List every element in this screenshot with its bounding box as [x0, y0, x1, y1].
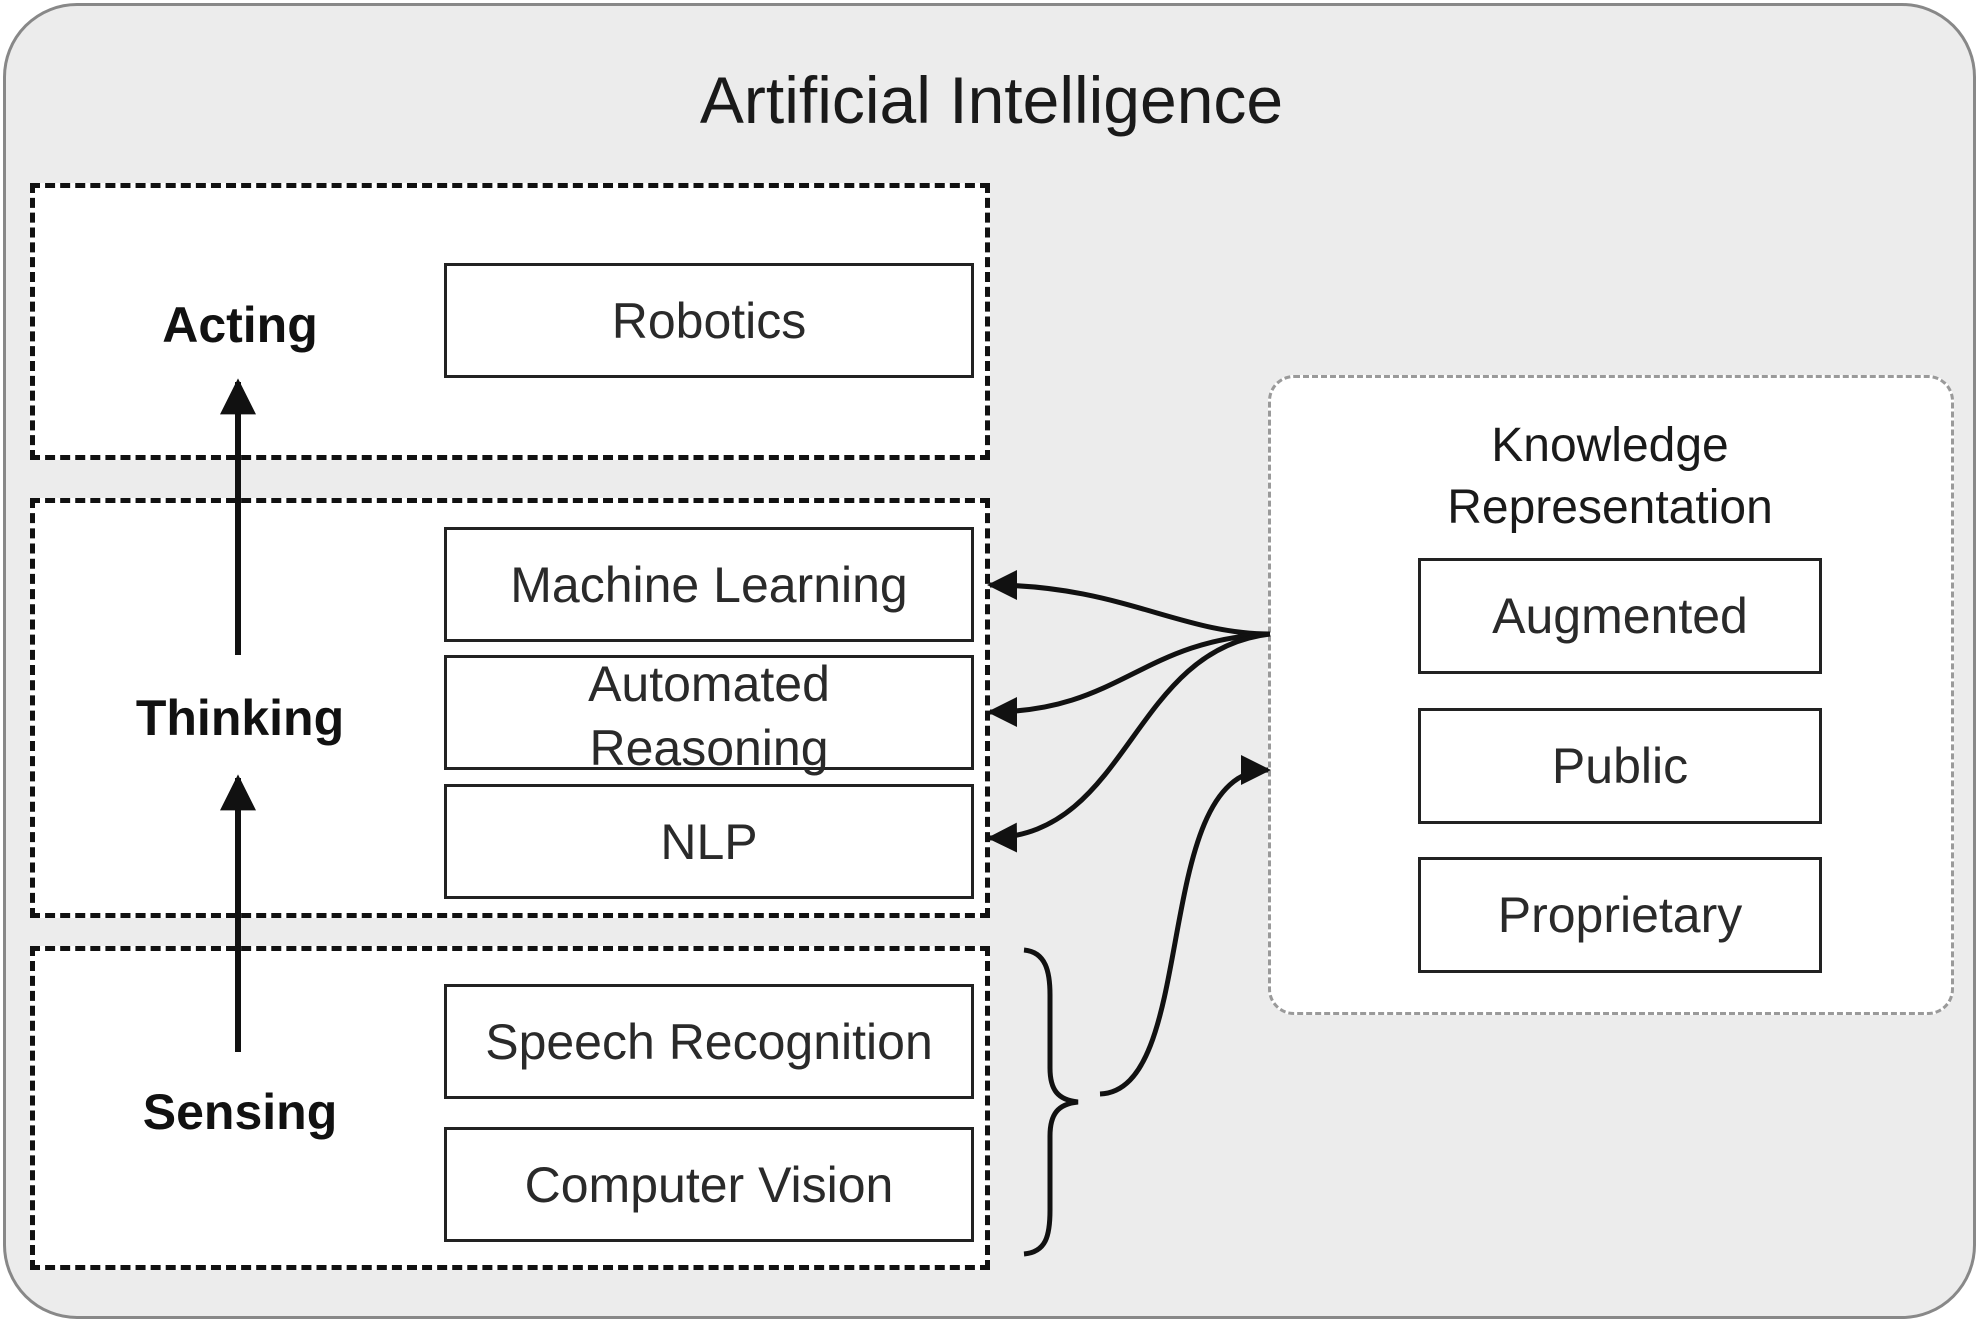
knowledge-representation-title: Knowledge Representation: [1447, 419, 1773, 534]
speech-recognition-label: Speech Recognition: [485, 1013, 933, 1070]
augmented-box: Augmented: [1418, 558, 1822, 674]
nlp-box: NLP: [444, 784, 974, 899]
thinking-label: Thinking: [135, 690, 345, 746]
proprietary-box: Proprietary: [1418, 857, 1822, 973]
nlp-label: NLP: [660, 813, 758, 870]
robotics-label: Robotics: [611, 292, 807, 349]
acting-label: Acting: [162, 297, 318, 353]
computer-vision-box: Computer Vision: [444, 1127, 974, 1242]
diagram-title: Artificial Intelligence: [699, 63, 1284, 137]
automated-reasoning-label: Automated Reasoning: [588, 656, 830, 776]
proprietary-label: Proprietary: [1497, 887, 1743, 943]
speech-recognition-box: Speech Recognition: [444, 984, 974, 1099]
sensing-label: Sensing: [142, 1084, 338, 1140]
machine-learning-label: Machine Learning: [510, 556, 908, 613]
computer-vision-label: Computer Vision: [524, 1156, 894, 1213]
augmented-label: Augmented: [1492, 588, 1748, 644]
robotics-box: Robotics: [444, 263, 974, 378]
automated-reasoning-box: Automated Reasoning: [444, 655, 974, 776]
public-box: Public: [1418, 708, 1822, 824]
machine-learning-box: Machine Learning: [444, 527, 974, 642]
public-label: Public: [1551, 738, 1689, 794]
